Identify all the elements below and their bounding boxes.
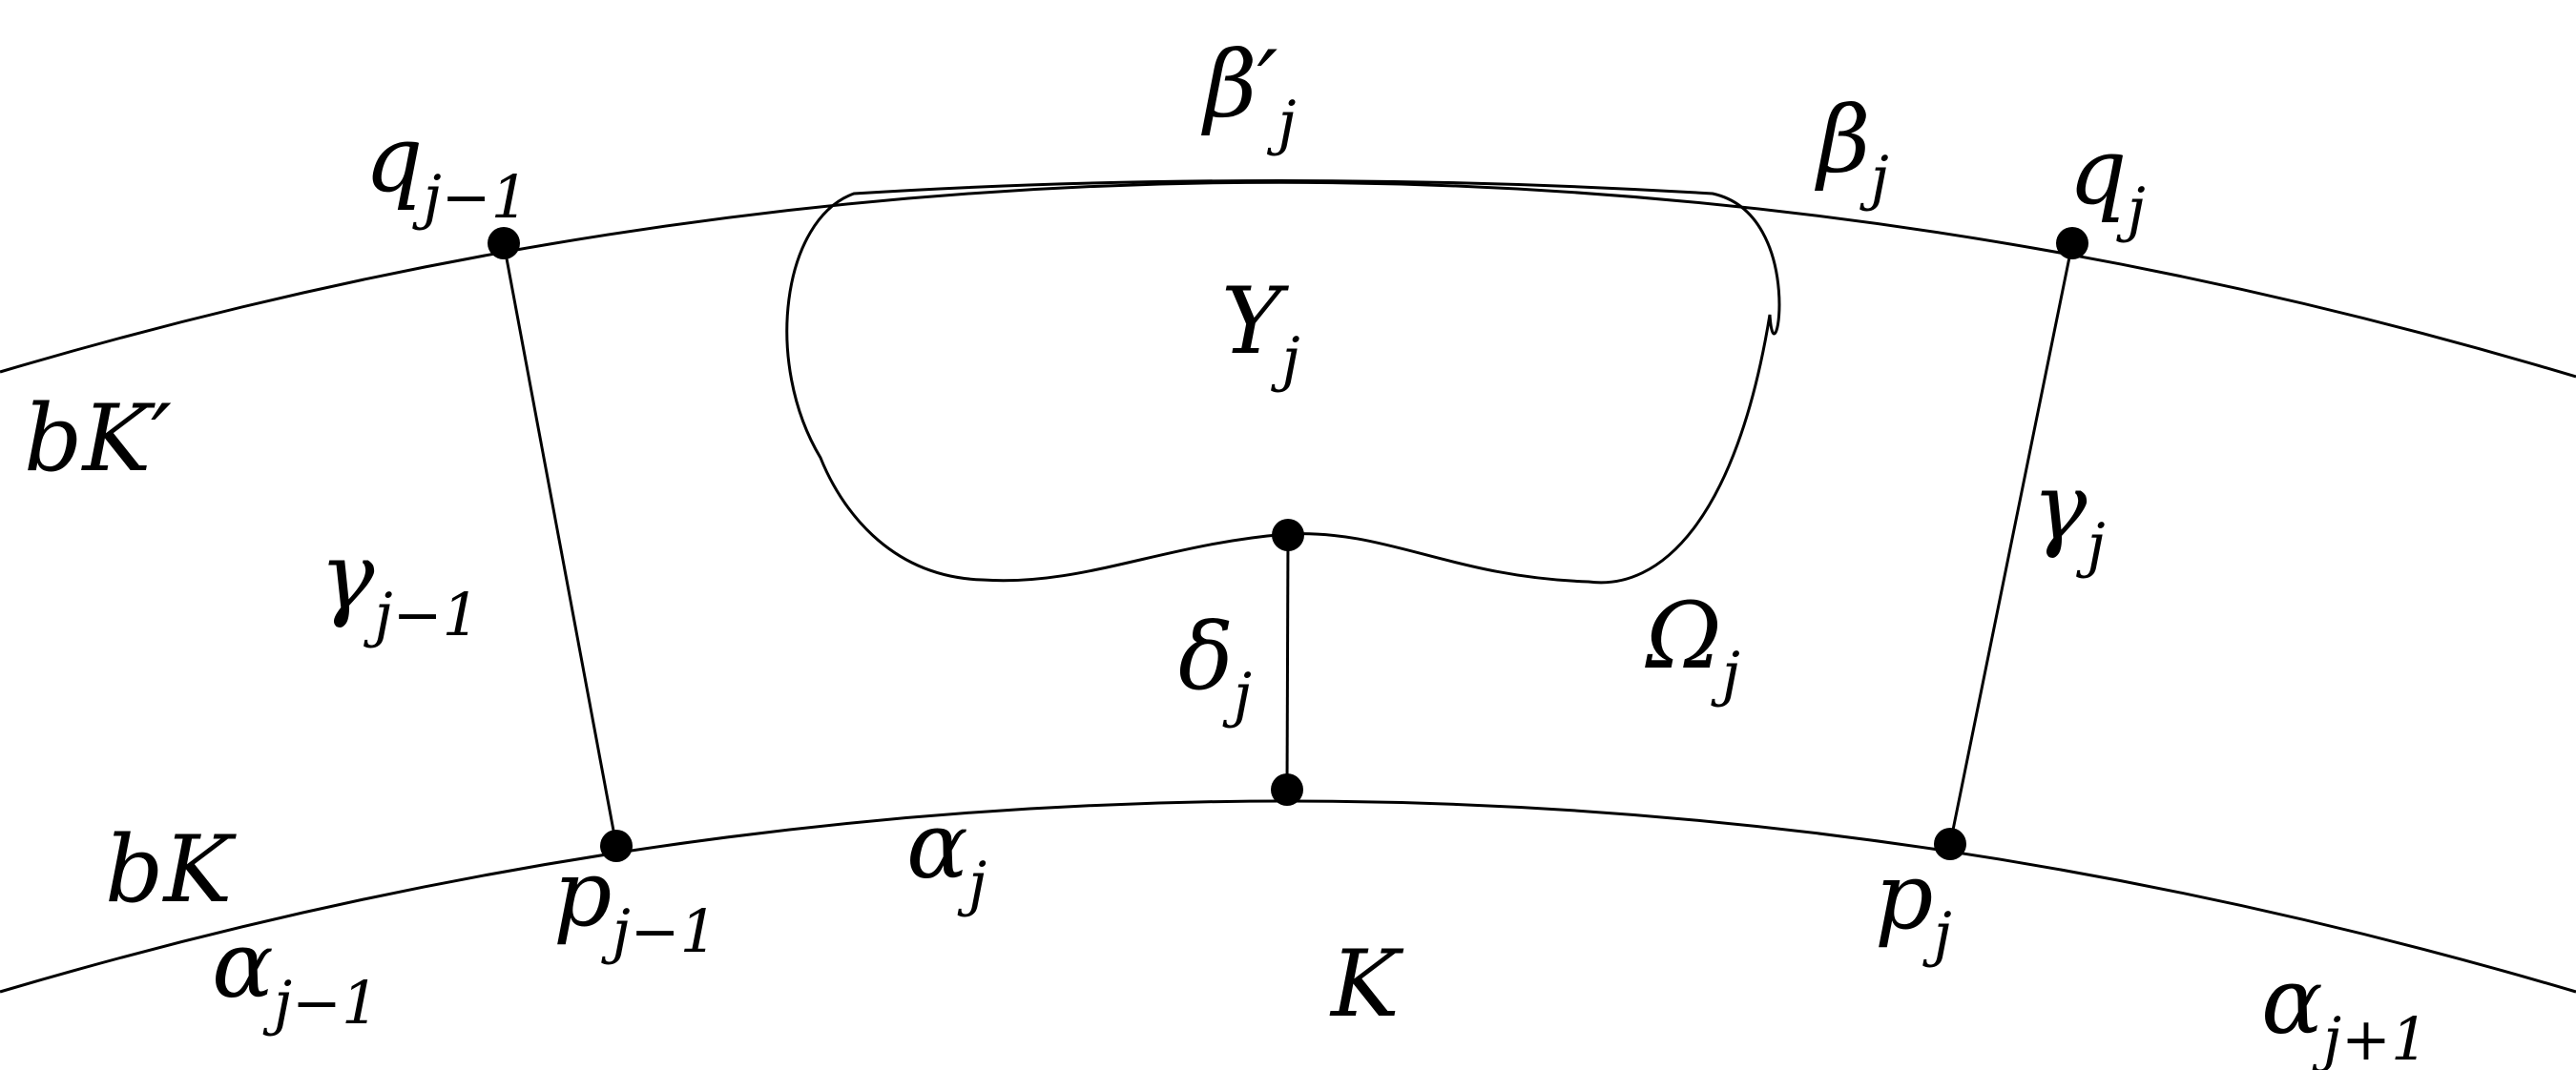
outer-boundary-curve <box>0 180 2576 379</box>
label-q-prev: qj−1 <box>364 106 529 232</box>
label-gamma-prev: γj−1 <box>320 524 480 649</box>
gamma-segment <box>1948 242 2074 845</box>
point-q <box>2056 227 2088 259</box>
label-alpha-next: αj+1 <box>2261 948 2428 1070</box>
label-q: qj <box>2068 118 2146 244</box>
point-delta-top <box>1272 519 1304 551</box>
label-bK-prime: bK′ <box>24 385 172 492</box>
inner-boundary-curve <box>0 799 2576 994</box>
label-p: pj <box>1875 843 1952 969</box>
label-alpha-prev: αj−1 <box>212 912 379 1038</box>
label-omega: Ωj <box>1645 583 1740 709</box>
label-p-prev: pj−1 <box>553 840 717 966</box>
point-delta-bottom <box>1271 773 1303 806</box>
label-K: K <box>1329 931 1404 1038</box>
label-upsilon: Υj <box>1221 268 1300 394</box>
point-p <box>1934 828 1966 860</box>
label-beta: βj <box>1815 87 1889 213</box>
label-gamma: γj <box>2032 454 2106 580</box>
gamma-prev-segment <box>502 242 618 847</box>
point-q-prev <box>488 227 520 259</box>
point-p-prev <box>600 830 633 862</box>
delta-segment <box>1285 534 1290 791</box>
label-beta-prime: β′j <box>1201 31 1297 157</box>
label-bK: bK <box>105 816 237 923</box>
upsilon-region <box>785 179 1781 585</box>
label-delta: δj <box>1178 604 1252 730</box>
